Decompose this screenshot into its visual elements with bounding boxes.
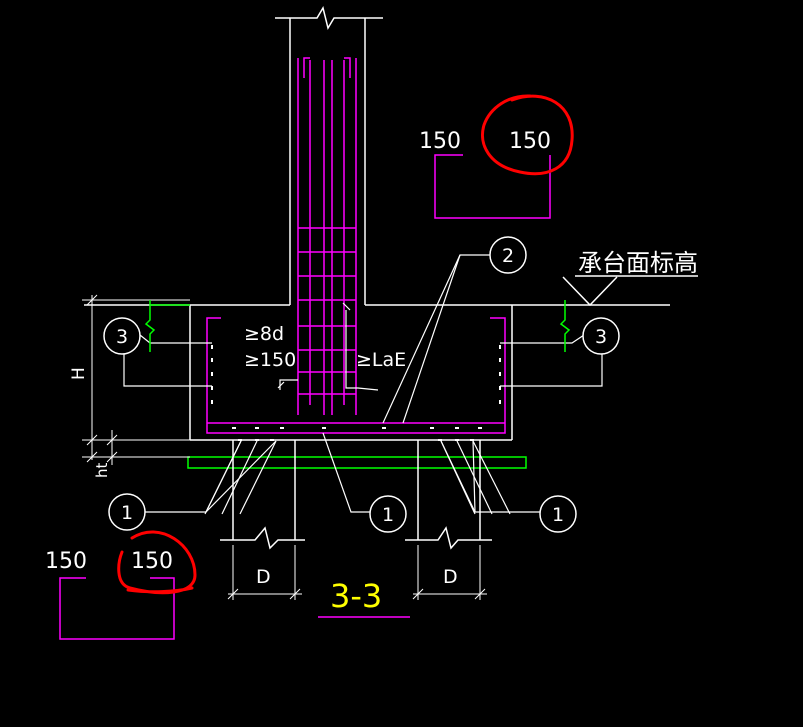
anchor-leaders [277,302,379,391]
callout-circles [103,236,620,533]
pile-bars [204,440,511,515]
dim-D-right: D [443,566,458,588]
rebar-ticks [211,345,501,441]
dim-D-left: D [256,566,271,588]
hook-bottom-right-label: 150 [131,549,173,574]
dim-ht: ht [93,462,111,478]
dim-H: H [69,367,89,380]
callout-2: 2 [502,245,514,267]
callout-1-right: 1 [552,504,564,526]
callout-1-mid: 1 [382,504,394,526]
callout-circle-3-left [103,317,141,355]
hook-top-right-label: 150 [509,129,551,154]
section-title: 3-3 [330,577,382,615]
callout-circle-2 [489,236,527,274]
callout-circle-1-right [539,495,577,533]
callout-leaders [123,254,603,513]
dimension-D [227,545,487,600]
column-outline [84,6,670,306]
hook-top-left-label: 150 [419,129,461,154]
red-markup-circle-bottom [117,530,197,595]
anchor-150: ≥150 [244,349,296,371]
cushion-pad [187,456,527,469]
anchor-LaE: ≥LaE [356,349,406,371]
callout-1-left: 1 [121,502,133,524]
callout-circle-1-mid [369,495,407,533]
break-markers [144,300,571,352]
dimension-H [82,294,190,465]
red-markup-circle-top [481,94,574,176]
callout-circle-3-right [582,317,620,355]
callout-3-left: 3 [116,326,128,348]
anchor-8d: ≥8d [244,323,284,345]
callout-circle-1-left [108,493,146,531]
callout-3-right: 3 [595,326,607,348]
elevation-label: 承台面标高 [578,249,698,277]
elevation-symbol [562,275,698,307]
hook-bottom-left-label: 150 [45,549,87,574]
